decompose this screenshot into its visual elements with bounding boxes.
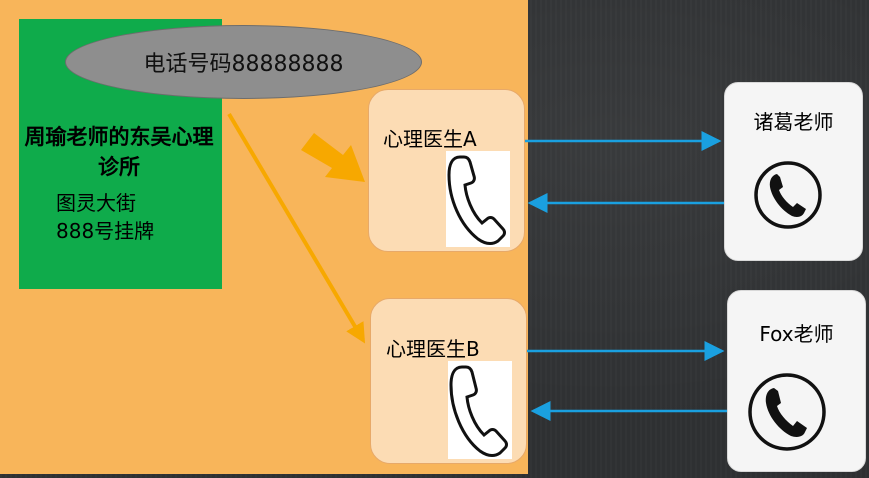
doctor-b-phone-icon [448, 361, 512, 459]
teacher-2-card: Fox老师 [727, 290, 866, 472]
teacher-2-phone-icon [747, 372, 827, 452]
doctor-a-label: 心理医生A [383, 127, 477, 151]
clinic-address-line1: 图灵大街 [56, 191, 136, 215]
teacher-2-label: Fox老师 [759, 322, 834, 346]
teacher-1-card: 诸葛老师 [724, 82, 863, 261]
clinic-address: 图灵大街 888号挂牌 [56, 189, 154, 245]
phone-number-oval: 电话号码88888888 [65, 25, 422, 99]
phone-number-label: 电话号码88888888 [143, 52, 344, 77]
clinic-address-line2: 888号挂牌 [56, 219, 155, 243]
orange-arrow-to-doctor-a [301, 133, 365, 182]
clinic-name: 周瑜老师的东吴心理诊所 [24, 125, 214, 179]
doctor-b-label: 心理医生B [386, 337, 480, 361]
doctor-a-phone-icon [446, 151, 510, 247]
orange-arrow-to-doctor-b [227, 112, 366, 344]
teacher-1-phone-icon [753, 160, 823, 230]
teacher-1-label: 诸葛老师 [753, 110, 834, 134]
